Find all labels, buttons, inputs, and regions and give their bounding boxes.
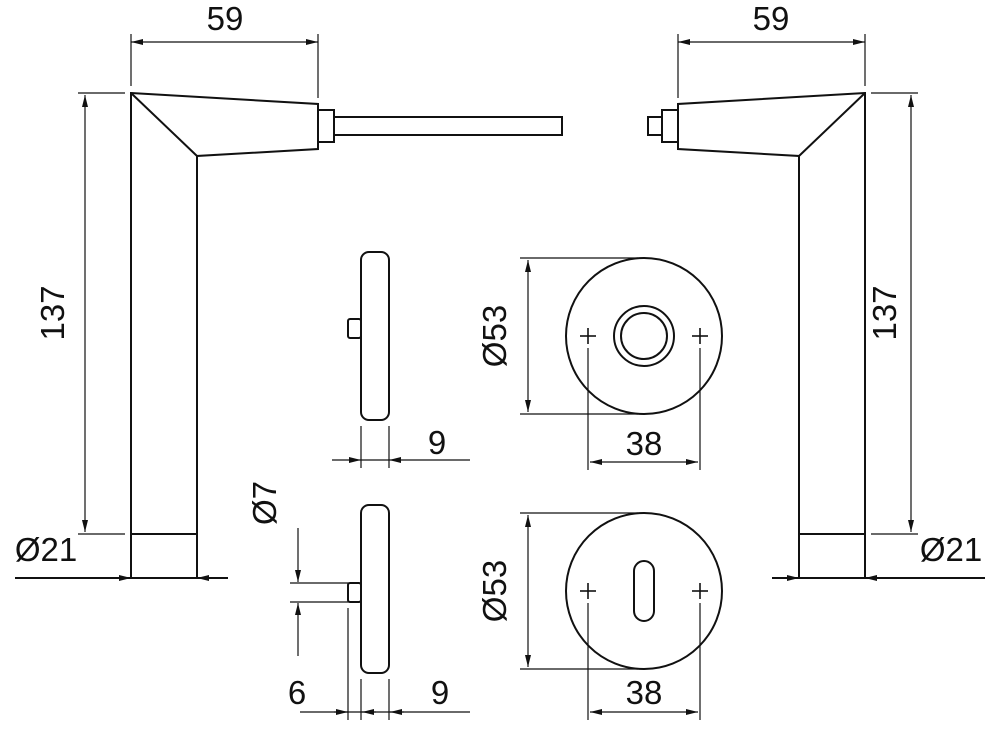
dim-label-clip-diameter: Ø7 bbox=[246, 481, 283, 525]
spindle-stub bbox=[647, 116, 663, 136]
dim-label-right-height: 137 bbox=[866, 285, 903, 340]
dim-label-handle-rose-screw-spacing: 38 bbox=[626, 425, 663, 462]
handle-rose-profile-body bbox=[360, 251, 390, 421]
dim-label-key-rose-diameter: Ø53 bbox=[476, 560, 513, 622]
right-handle-collar bbox=[661, 109, 679, 143]
key-rose-front-view: Ø53 38 bbox=[476, 512, 723, 720]
key-rose-profile-view: Ø7 6 9 bbox=[246, 481, 470, 720]
right-handle-bend-line bbox=[798, 92, 866, 157]
left-handle-view: 59 137 Ø21 bbox=[15, 0, 563, 581]
key-rose-profile-body bbox=[360, 504, 390, 674]
dim-label-handle-rose-diameter: Ø53 bbox=[476, 305, 513, 367]
handle-rose-outer-circle bbox=[565, 257, 723, 415]
spindle-bar bbox=[333, 116, 563, 136]
left-handle-bend-line bbox=[130, 92, 198, 157]
screw-cross-left bbox=[580, 583, 596, 599]
left-handle-outline bbox=[130, 91, 319, 535]
dim-label-right-grip-width: 59 bbox=[753, 0, 790, 37]
keyhole-slot bbox=[633, 560, 655, 622]
dim-label-handle-rose-thickness: 9 bbox=[428, 424, 446, 461]
key-rose-outer-circle bbox=[565, 512, 723, 670]
handle-rose-collar-outer bbox=[613, 305, 675, 367]
screw-cross-left bbox=[580, 328, 596, 344]
dim-label-right-neck-diameter: Ø21 bbox=[920, 531, 982, 568]
handle-rose-profile-view: 9 bbox=[332, 251, 470, 468]
handle-rose-collar-inner bbox=[620, 312, 668, 360]
right-handle-view: 59 137 Ø21 bbox=[647, 0, 985, 581]
screw-cross-right bbox=[692, 583, 708, 599]
dim-label-key-rose-screw-spacing: 38 bbox=[626, 674, 663, 711]
right-handle-outline bbox=[677, 91, 866, 535]
dim-label-key-rose-thickness: 9 bbox=[431, 674, 449, 711]
dim-label-clip-offset: 6 bbox=[288, 674, 306, 711]
key-rose-profile-clip bbox=[347, 582, 362, 603]
dim-label-left-neck-diameter: Ø21 bbox=[15, 531, 77, 568]
handle-rose-profile-clip bbox=[347, 318, 362, 339]
screw-cross-right bbox=[692, 328, 708, 344]
handle-rose-front-view: Ø53 38 bbox=[476, 257, 723, 470]
dim-label-left-height: 137 bbox=[34, 285, 71, 340]
left-handle-collar bbox=[317, 109, 335, 143]
dim-label-left-grip-width: 59 bbox=[207, 0, 244, 37]
